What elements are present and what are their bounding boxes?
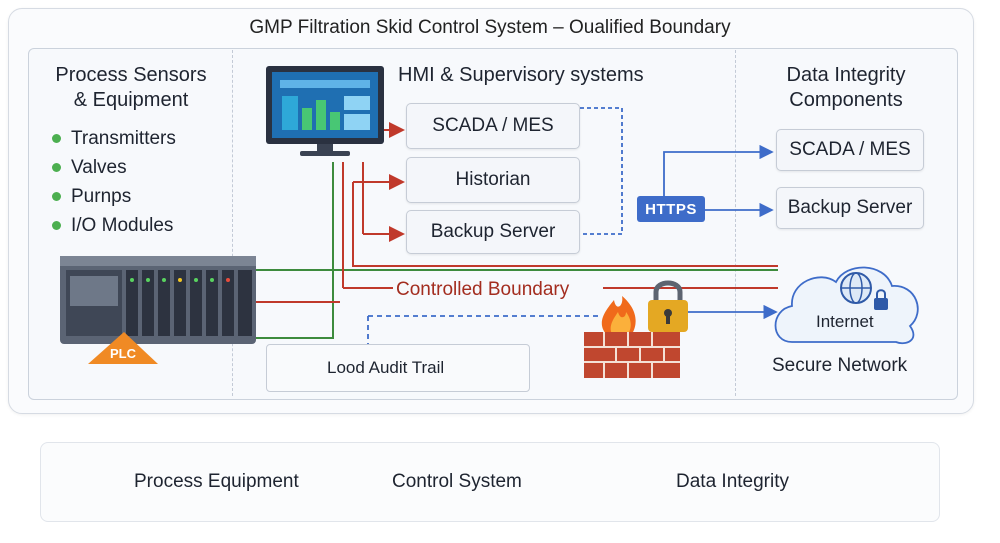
diagram-title: GMP Filtration Skid Control System – Oua… (249, 17, 731, 38)
sensors-title: Process Sensors & Equipment (36, 63, 226, 113)
audit-trail-box[interactable]: Lood Audit Trail (266, 344, 530, 392)
secure-network-label: Secure Network (772, 355, 908, 376)
plc-rack-icon (60, 256, 256, 344)
padlock-icon (648, 280, 688, 332)
internet-label: Internet (816, 312, 874, 331)
column-divider-right (735, 50, 736, 396)
legend-process-equipment: Process Equipment (134, 471, 299, 492)
legend (40, 442, 940, 522)
hmi-title: HMI & Supervisory systems (398, 64, 644, 86)
bullet-icon (52, 134, 61, 143)
integrity-scada-mes-box[interactable]: SCADA / MES (776, 129, 924, 171)
cloud-icon (774, 266, 919, 345)
sensors-title-line2: & Equipment (73, 89, 189, 111)
bullet-icon (52, 192, 61, 201)
https-badge: HTTPS (637, 196, 705, 222)
hmi-historian-box[interactable]: Historian (406, 157, 580, 203)
hmi-scada-mes-box[interactable]: SCADA / MES (406, 103, 580, 149)
integrity-backup-server-box[interactable]: Backup Server (776, 187, 924, 229)
audit-trail-label: Lood Audit Trail (327, 358, 445, 377)
controlled-boundary-label: Controlled Boundary (393, 279, 573, 301)
list-item: Purnps (52, 182, 176, 211)
list-item: I/O Modules (52, 211, 176, 240)
list-item: Valves (52, 153, 176, 182)
integrity-title-line2: Components (789, 89, 903, 111)
data-integrity-lines (367, 107, 778, 350)
legend-control-system: Control System (392, 471, 522, 492)
control-system-lines (255, 122, 778, 303)
column-divider-left (232, 50, 233, 396)
list-item: Transmitters (52, 124, 176, 153)
integrity-title: Data Integrity Components (742, 63, 950, 113)
firewall-icon (584, 296, 680, 378)
integrity-title-line1: Data Integrity (786, 64, 906, 86)
sensors-title-line1: Process Sensors (55, 64, 207, 86)
hmi-monitor-icon (266, 66, 384, 156)
sensor-list: Transmitters Valves Purnps I/O Modules (52, 124, 176, 240)
plc-label: PLC (110, 346, 136, 361)
legend-data-integrity: Data Integrity (676, 471, 789, 492)
bullet-icon (52, 221, 61, 230)
bullet-icon (52, 163, 61, 172)
plc-badge (88, 332, 158, 364)
hmi-backup-server-box[interactable]: Backup Server (406, 210, 580, 254)
